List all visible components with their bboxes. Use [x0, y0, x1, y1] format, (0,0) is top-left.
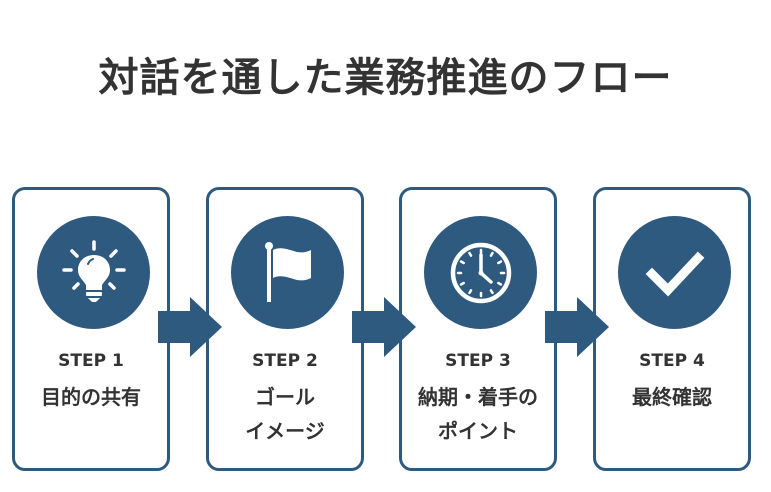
step-number: STEP 4 [639, 351, 705, 371]
step-label: 納期・着手の ポイント [402, 380, 554, 448]
clock-icon [450, 242, 511, 303]
flag-icon [264, 241, 311, 302]
step-card-2: STEP 2 ゴール イメージ [206, 187, 364, 471]
checkmark-icon [645, 251, 704, 296]
arrow-right-icon [352, 297, 416, 357]
clock-tick [459, 259, 465, 264]
clock-tick [459, 281, 465, 286]
step-label-line: イメージ [245, 419, 325, 443]
step-label: ゴール イメージ [209, 380, 361, 448]
step-number: STEP 3 [445, 351, 511, 371]
clock-tick [467, 288, 472, 294]
step-number: STEP 2 [252, 351, 318, 371]
step-label-line: ゴール [255, 385, 315, 409]
clock-tick [489, 288, 494, 294]
step-icon-circle [37, 216, 150, 329]
step-icon-circle [424, 216, 537, 329]
lightbulb-icon [61, 239, 126, 302]
clock-tick [489, 251, 494, 257]
clock-tick [496, 259, 502, 264]
step-card-1: STEP 1 目的の共有 [12, 187, 170, 471]
step-card-3: STEP 3 納期・着手の ポイント [399, 187, 557, 471]
clock-tick [496, 281, 502, 286]
step-label-line: 納期・着手の [418, 385, 538, 409]
step-icon-circle [231, 216, 344, 329]
arrow-right-icon [158, 297, 222, 357]
step-label: 最終確認 [596, 380, 748, 414]
step-label-line: ポイント [438, 419, 518, 443]
step-label-line: 最終確認 [632, 385, 712, 409]
step-number: STEP 1 [58, 351, 124, 371]
step-label: 目的の共有 [15, 380, 167, 414]
step-label-line: 目的の共有 [41, 385, 141, 409]
clock-tick [467, 251, 472, 257]
step-card-4: STEP 4 最終確認 [593, 187, 751, 471]
step-icon-circle [618, 216, 731, 329]
page-title: 対話を通した業務推進のフロー [98, 55, 673, 101]
arrow-right-icon [545, 297, 609, 357]
